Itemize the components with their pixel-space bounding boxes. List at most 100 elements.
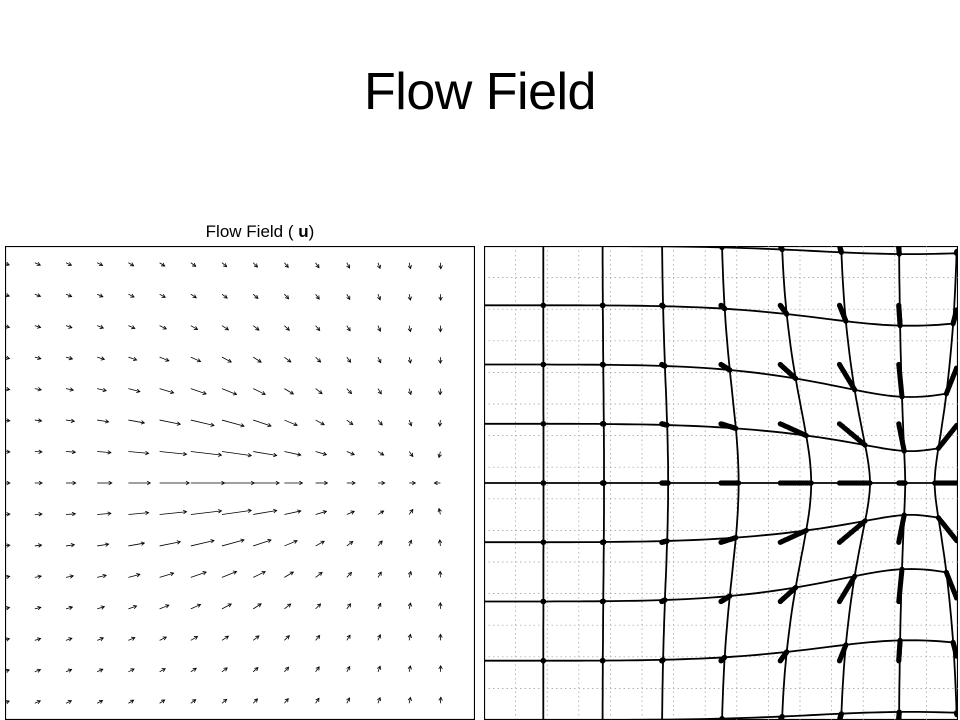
flow-arrow [5,293,11,298]
arrow-head [176,421,182,426]
arrow-shaft [346,419,353,425]
arrow-shaft [252,356,262,363]
arrow-shaft [128,512,149,515]
flow-arrow [407,633,412,641]
arrow-shaft [5,388,10,391]
flow-arrow [438,325,443,333]
flow-arrow [190,667,197,673]
flow-arrow [346,603,352,610]
arrow-shaft [284,698,289,704]
arrow-shaft [97,606,105,610]
arrow-head [36,293,42,298]
arrow-head [165,604,170,609]
flow-arrow [128,419,146,425]
trajectory-dot [540,361,546,368]
flow-arrow [346,294,351,301]
arrow-shaft [252,667,259,673]
arrow-head [433,480,438,486]
arrow-head [438,391,443,396]
arrow-head [407,633,412,639]
trajectory-dot [540,598,546,605]
arrow-shaft [315,451,327,456]
arrow-head [99,293,104,298]
flow-arrow [34,355,42,361]
flow-arrow [159,388,175,395]
trajectory [932,480,958,486]
trajectory [935,515,958,544]
arrow-head [36,668,42,673]
arrow-shaft [377,294,381,300]
arrow-shaft [65,293,72,297]
flow-arrow [407,325,412,333]
arrow-shaft [377,540,383,547]
arrow-shaft [315,666,320,673]
arrow-shaft [190,510,222,515]
arrow-shaft [377,356,382,363]
trajectory-dot [896,709,902,715]
arrow-head [346,634,351,639]
arrow-shaft [97,512,111,515]
arrow-shaft [34,419,42,422]
arrow-head [316,326,321,332]
flow-arrow [377,325,382,332]
arrow-shaft [190,451,222,456]
trajectory [836,518,868,545]
flow-arrow [407,570,413,578]
arrow-head [38,449,43,454]
arrow-shaft [408,665,411,672]
arrow-head [253,263,259,268]
trajectory [836,573,858,605]
flow-arrow [221,667,228,673]
arrow-shaft [346,697,350,704]
arrow-shaft [97,543,109,547]
flow-arrow [65,418,76,423]
arrow-head [161,699,166,704]
arrow-head [165,357,170,362]
arrow-shaft [408,602,411,609]
arrow-shaft [377,510,384,515]
arrow-shaft [284,262,289,268]
arrow-head [315,264,320,269]
trajectory-dot [943,569,949,575]
arrow-shaft [159,325,167,330]
arrow-head [69,574,75,579]
trajectory-dot [727,367,733,373]
flow-arrow [221,262,228,268]
arrow-head [349,540,354,545]
arrow-head [379,451,385,456]
flow-arrow [159,699,166,704]
flow-arrow [34,418,43,423]
flow-arrow [5,418,11,423]
flow-arrow [97,480,113,486]
flow-arrow [65,293,73,298]
arrow-shaft [5,669,10,672]
arrow-shaft [284,419,298,426]
arrow-shaft [65,513,76,515]
arrow-head [108,480,113,486]
arrow-head [257,603,262,608]
arrow-shaft [190,699,196,704]
trajectory [836,361,858,393]
flow-arrow [190,325,199,330]
flow-arrow [315,571,323,578]
flow-arrow [221,356,232,363]
trajectory-dot [843,318,849,324]
arrow-head [100,605,106,610]
panel-title-suffix: ) [308,222,315,241]
arrow-shaft [128,356,137,361]
flow-arrow [97,605,106,610]
arrow-head [37,355,42,361]
flow-arrow [65,700,73,704]
arrow-shaft [190,540,215,547]
arrow-shaft [284,666,289,673]
arrow-head [322,510,328,515]
arrow-shaft [284,635,290,641]
arrow-head [267,538,272,544]
flow-arrow [377,388,382,395]
arrow-head [5,606,11,611]
arrow-head [285,295,290,300]
flow-arrow [376,262,382,270]
arrow-head [346,665,351,671]
flow-arrow [65,449,77,455]
arrow-head [72,480,77,486]
